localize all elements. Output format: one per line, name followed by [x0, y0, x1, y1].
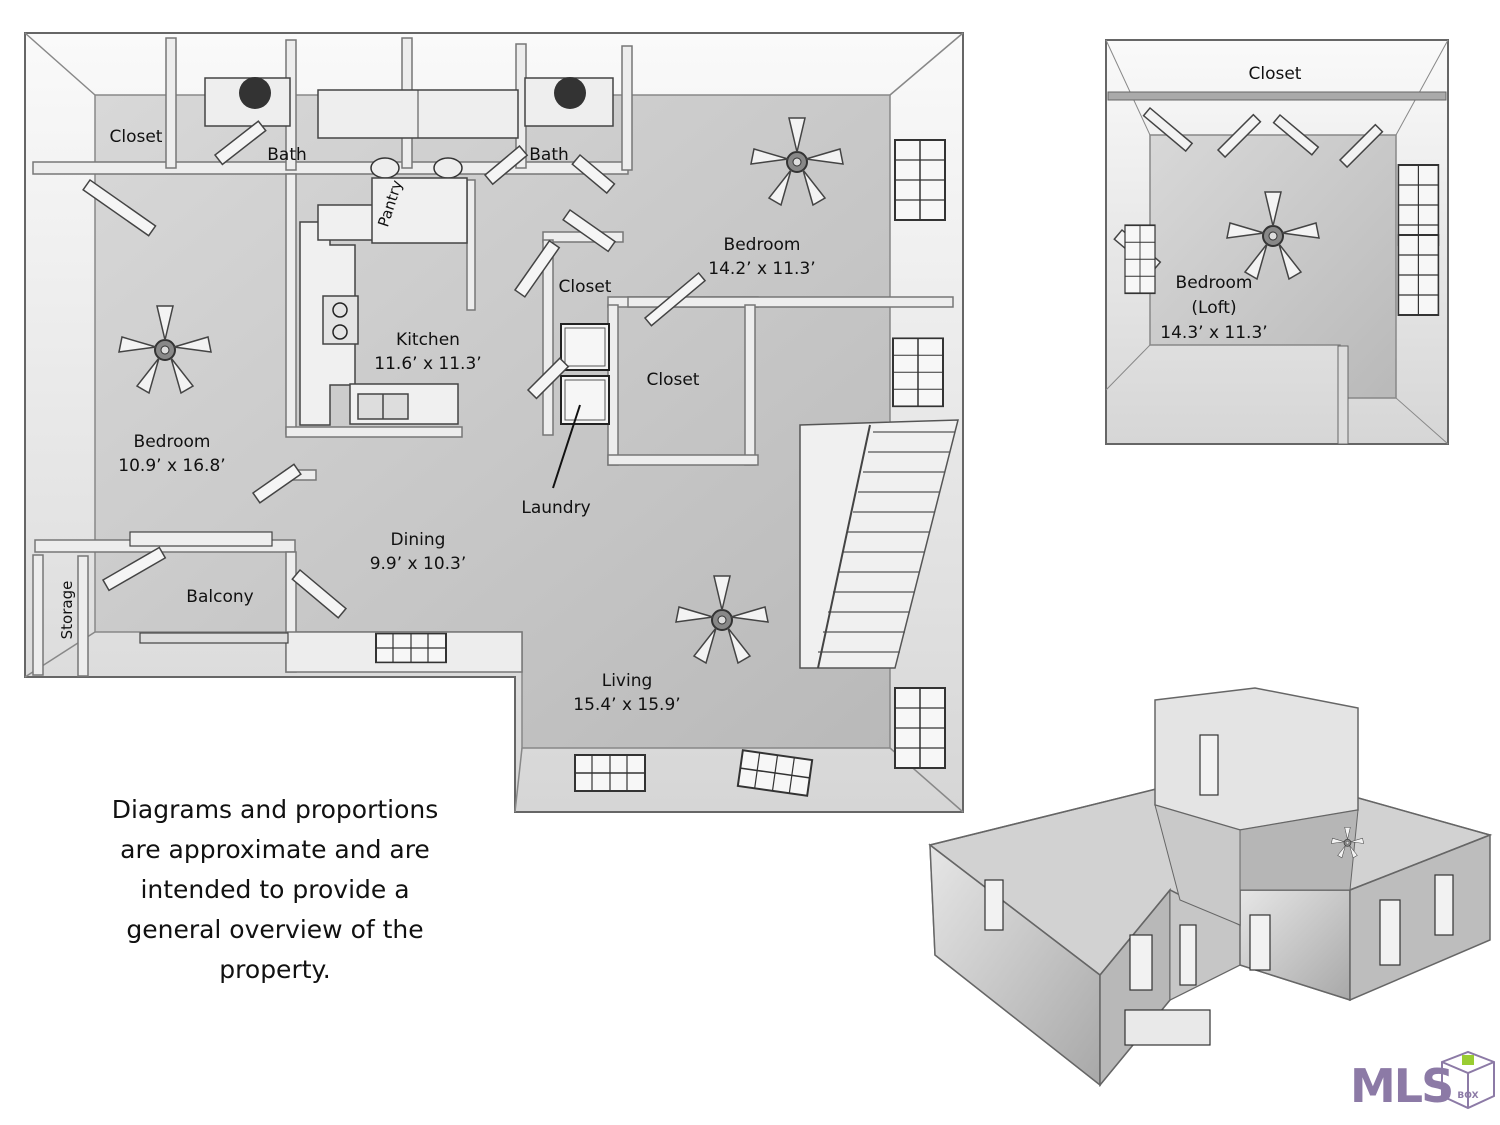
label-bath: Bath — [267, 145, 307, 165]
disclaimer-line: are approximate and are — [120, 835, 430, 864]
stove-burner-icon — [332, 324, 348, 340]
label-loft-dims: 14.3’ x 11.3’ — [1160, 323, 1267, 343]
bath-fixtures — [204, 77, 614, 179]
label-dining-dims: 9.9’ x 10.3’ — [370, 554, 467, 574]
laundry-pointer — [552, 404, 581, 489]
label-laundry: Laundry — [521, 498, 590, 518]
label-closet: Closet — [110, 127, 163, 147]
label-bedroom-dims: 10.9’ x 16.8’ — [118, 456, 225, 476]
kitchen-counters — [299, 177, 468, 426]
balcony-railing — [129, 531, 289, 644]
label-bath: Bath — [529, 145, 569, 165]
disclaimer-text: Diagrams and proportions are approximate… — [60, 790, 490, 990]
label-bedroom-dims: 14.2’ x 11.3’ — [708, 259, 815, 279]
label-loft-bedroom: Bedroom — [1176, 273, 1253, 293]
disclaimer-line: property. — [219, 955, 331, 984]
toilet-icon — [370, 157, 400, 179]
label-closet: Closet — [647, 370, 700, 390]
iso-windows — [984, 734, 1454, 1046]
loft-floor-plan: Closet Bedroom (Loft) 14.3’ x 11.3’ — [1105, 39, 1449, 445]
label-living-dims: 15.4’ x 15.9’ — [573, 695, 680, 715]
interior-walls — [32, 37, 954, 677]
label-storage: Storage — [58, 581, 76, 640]
disclaimer-line: intended to provide a — [140, 875, 410, 904]
laundry-machines — [560, 323, 610, 425]
disclaimer-line: general overview of the — [126, 915, 424, 944]
label-living: Living — [602, 671, 653, 691]
label-bedroom: Bedroom — [134, 432, 211, 452]
doors — [82, 120, 707, 619]
mls-box-logo-cube: BOX — [1441, 1050, 1495, 1110]
bath-fan-icon — [239, 77, 271, 109]
label-closet: Closet — [559, 277, 612, 297]
logo-box-letters: BOX — [1457, 1091, 1478, 1101]
label-loft-sub: (Loft) — [1191, 298, 1236, 318]
label-kitchen: Kitchen — [396, 330, 460, 350]
disclaimer-line: Diagrams and proportions — [111, 795, 439, 824]
label-balcony: Balcony — [186, 587, 253, 607]
main-floor-plan: Closet Bath Bath Pantry Bedroom 14.2’ x … — [24, 32, 964, 813]
label-dining: Dining — [391, 530, 446, 550]
bath-fan-icon — [554, 77, 586, 109]
isometric-3d-view — [928, 687, 1493, 1088]
toilet-icon — [433, 157, 463, 179]
room-labels: Closet Bath Bath Pantry Bedroom 14.2’ x … — [58, 127, 816, 715]
label-kitchen-dims: 11.6’ x 11.3’ — [374, 354, 481, 374]
stove-burner-icon — [332, 302, 348, 318]
mls-logo: MLS — [1350, 1059, 1454, 1113]
label-loft-closet: Closet — [1249, 64, 1302, 84]
label-bedroom: Bedroom — [724, 235, 801, 255]
staircase — [799, 419, 959, 669]
